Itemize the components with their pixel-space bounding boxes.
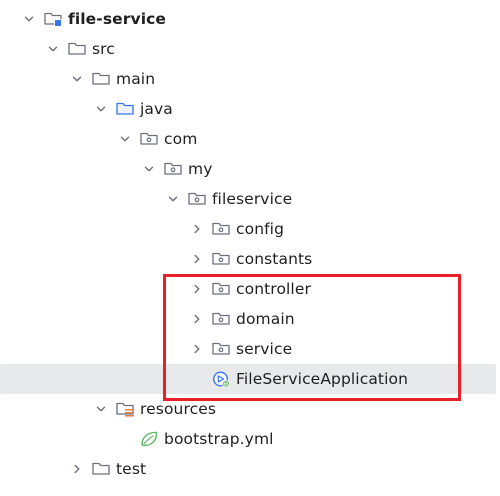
chevron-down-icon[interactable]: [45, 41, 61, 57]
package-icon: [187, 189, 207, 209]
tree-row-label: file-service: [68, 10, 167, 28]
tree-row-domain[interactable]: domain: [0, 304, 496, 334]
chevron-down-icon[interactable]: [141, 161, 157, 177]
package-icon: [211, 279, 231, 299]
chevron-right-icon[interactable]: [189, 281, 205, 297]
tree-row-src[interactable]: src: [0, 34, 496, 64]
tree-row-label: test: [116, 460, 147, 478]
tree-row-label: controller: [236, 280, 311, 298]
tree-row-label: src: [92, 40, 115, 58]
tree-row-main[interactable]: main: [0, 64, 496, 94]
folder-icon: [91, 69, 111, 89]
tree-row-label: java: [140, 100, 173, 118]
spring-yml-icon: [139, 429, 159, 449]
chevron-down-icon[interactable]: [93, 401, 109, 417]
resources-folder-icon: [115, 399, 135, 419]
chevron-right-icon[interactable]: [189, 311, 205, 327]
tree-row-fileservice[interactable]: fileservice: [0, 184, 496, 214]
tree-row-label: FileServiceApplication: [236, 370, 409, 388]
chevron-right-icon[interactable]: [189, 341, 205, 357]
tree-row-label: my: [188, 160, 213, 178]
tree-row-label: config: [236, 220, 285, 238]
tree-row-label: main: [116, 70, 156, 88]
tree-row-label: com: [164, 130, 198, 148]
chevron-down-icon[interactable]: [21, 11, 37, 27]
package-icon: [139, 129, 159, 149]
source-root-folder-icon: [115, 99, 135, 119]
tree-row-java[interactable]: java: [0, 94, 496, 124]
tree-row-label: domain: [236, 310, 295, 328]
tree-row-my[interactable]: my: [0, 154, 496, 184]
tree-row-config[interactable]: config: [0, 214, 496, 244]
package-icon: [211, 339, 231, 359]
chevron-down-icon[interactable]: [165, 191, 181, 207]
chevron-down-icon[interactable]: [93, 101, 109, 117]
module-folder-icon: [43, 9, 63, 29]
tree-row-fileserviceapplication[interactable]: FileServiceApplication: [0, 364, 496, 394]
chevron-right-icon[interactable]: [69, 461, 85, 477]
tree-row-bootstrap-yml[interactable]: bootstrap.yml: [0, 424, 496, 454]
folder-icon: [67, 39, 87, 59]
tree-row-test[interactable]: test: [0, 454, 496, 484]
tree-row-resources[interactable]: resources: [0, 394, 496, 424]
chevron-right-icon[interactable]: [189, 221, 205, 237]
package-icon: [163, 159, 183, 179]
tree-row-controller[interactable]: controller: [0, 274, 496, 304]
tree-row-constants[interactable]: constants: [0, 244, 496, 274]
tree-row-service[interactable]: service: [0, 334, 496, 364]
package-icon: [211, 249, 231, 269]
spring-boot-app-icon: [211, 369, 231, 389]
package-icon: [211, 309, 231, 329]
tree-row-label: service: [236, 340, 293, 358]
tree-row-com[interactable]: com: [0, 124, 496, 154]
tree-row-label: bootstrap.yml: [164, 430, 274, 448]
chevron-down-icon[interactable]: [69, 71, 85, 87]
tree-row-label: resources: [140, 400, 217, 418]
tree-row-label: fileservice: [212, 190, 293, 208]
tree-row-file-service[interactable]: file-service: [0, 4, 496, 34]
chevron-down-icon[interactable]: [117, 131, 133, 147]
chevron-right-icon[interactable]: [189, 251, 205, 267]
package-icon: [211, 219, 231, 239]
tree-row-label: constants: [236, 250, 313, 268]
folder-icon: [91, 459, 111, 479]
